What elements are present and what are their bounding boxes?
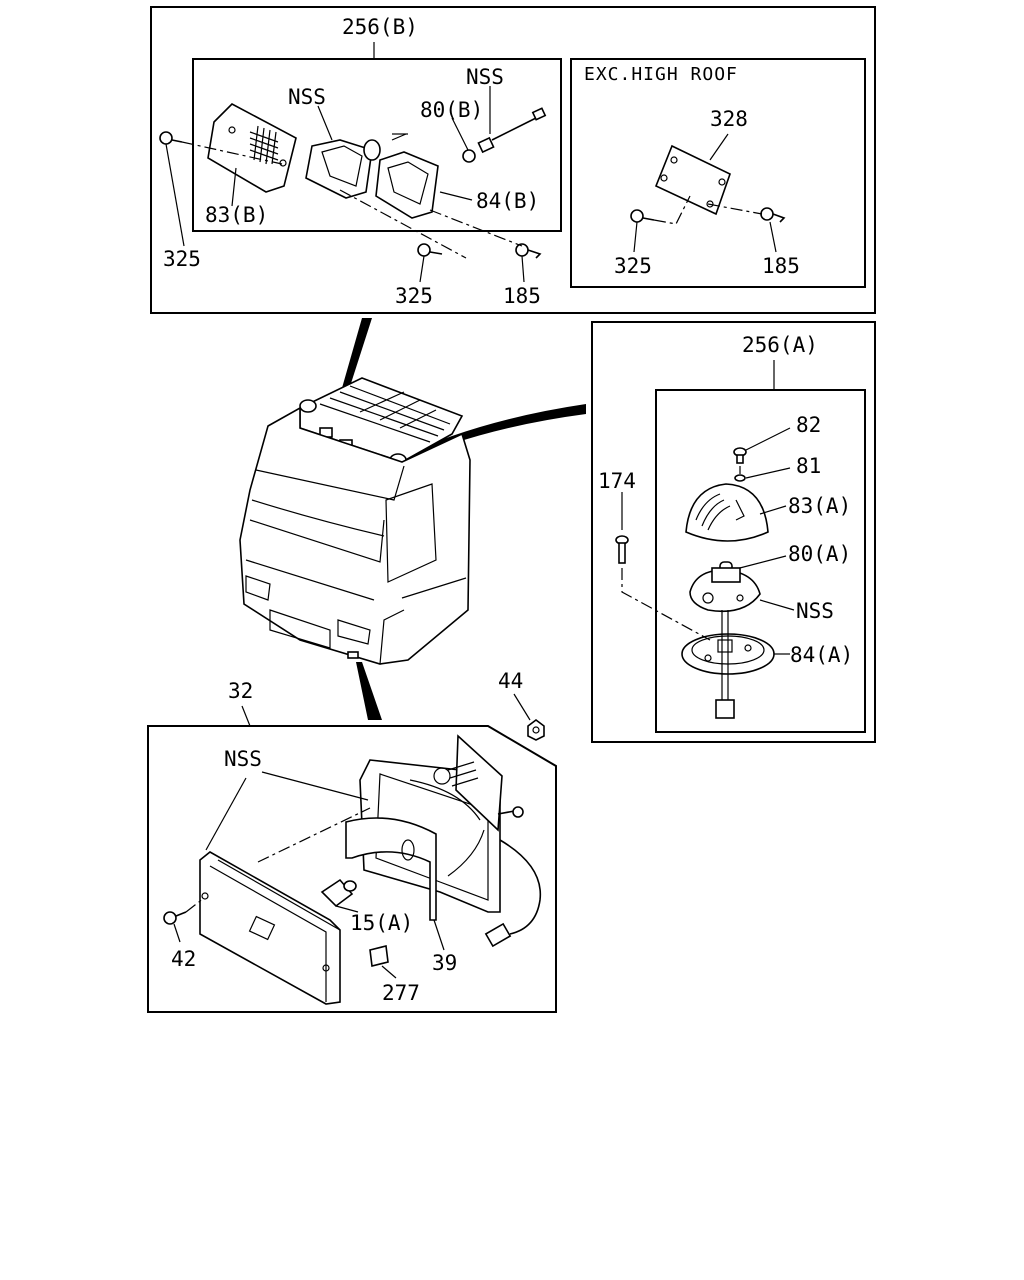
fog-lamp-bracket-part [433, 734, 524, 832]
right-panel-roof-lamp-a: 256(A) [591, 321, 876, 743]
label-nss-bottom: NSS [224, 747, 262, 771]
bottom-panel-fog-lamp: 32 44 [147, 669, 557, 1013]
high-roof-frame [570, 58, 866, 288]
label-nss-top-left: NSS [288, 85, 326, 109]
pointer-to-bottom-panel [356, 662, 382, 720]
bottom-panel-frame [147, 725, 557, 1013]
clip-185-center-part [515, 243, 542, 259]
label-nss-right: NSS [796, 599, 834, 623]
top-panel-roof-marker-lamp-b: 256(B) [150, 6, 876, 314]
screw-325-center-part [417, 243, 443, 257]
screw-325-left-part [159, 131, 183, 145]
nut-44-part [527, 719, 545, 741]
label-15a: 15(A) [350, 911, 413, 935]
label-84a: 84(A) [790, 643, 853, 667]
label-exc-high-roof: EXC.HIGH ROOF [584, 64, 738, 85]
clip-185-inset-part [760, 207, 786, 223]
label-39: 39 [432, 951, 457, 975]
lamp-housing-nss-part [305, 139, 381, 199]
label-83a: 83(A) [788, 494, 851, 518]
label-328: 328 [710, 107, 748, 131]
label-174: 174 [598, 469, 636, 493]
label-82: 82 [796, 413, 821, 437]
label-81: 81 [796, 454, 821, 478]
bulb-15a-part [320, 878, 357, 908]
label-325-left: 325 [163, 247, 201, 271]
pointer-to-right-panel [398, 404, 586, 464]
label-nss-top-right: NSS [466, 65, 504, 89]
label-83b: 83(B) [205, 203, 268, 227]
screw-82-part [733, 447, 747, 464]
label-256b: 256(B) [342, 15, 418, 39]
label-277: 277 [382, 981, 420, 1005]
shade-39-part [345, 817, 437, 921]
label-80b: 80(B) [420, 98, 483, 122]
label-42: 42 [171, 947, 196, 971]
label-256a: 256(A) [742, 333, 818, 357]
screw-174-part [615, 535, 629, 564]
washer-81-part [734, 474, 746, 482]
high-roof-inset: EXC.HIGH ROOF 328 325 18 [570, 58, 866, 288]
bulb-80b-part [462, 107, 547, 163]
label-32: 32 [228, 679, 253, 703]
label-325-inset: 325 [614, 254, 652, 278]
lens-83b-part [207, 103, 297, 193]
label-325-center: 325 [395, 284, 433, 308]
screw-42-part [163, 911, 187, 925]
label-185-center: 185 [503, 284, 541, 308]
fog-lamp-lens-part [199, 851, 341, 1005]
label-84b: 84(B) [476, 189, 539, 213]
label-185-inset: 185 [762, 254, 800, 278]
top-panel-frame [150, 6, 876, 314]
truck-cab-illustration [239, 318, 586, 720]
label-44: 44 [498, 669, 523, 693]
label-80a: 80(A) [788, 542, 851, 566]
plate-328-part [654, 144, 731, 216]
screw-325-inset-part [630, 209, 655, 223]
right-panel-frame [591, 321, 876, 743]
harness-connector-part [484, 922, 512, 948]
lens-83a-part [685, 483, 769, 542]
lamp-harness-part [715, 610, 735, 719]
lamp-base-84b-part [375, 133, 439, 219]
clip-277-part [369, 945, 389, 967]
socket-nss-part [689, 567, 761, 613]
right-subpanel-frame [655, 389, 866, 733]
